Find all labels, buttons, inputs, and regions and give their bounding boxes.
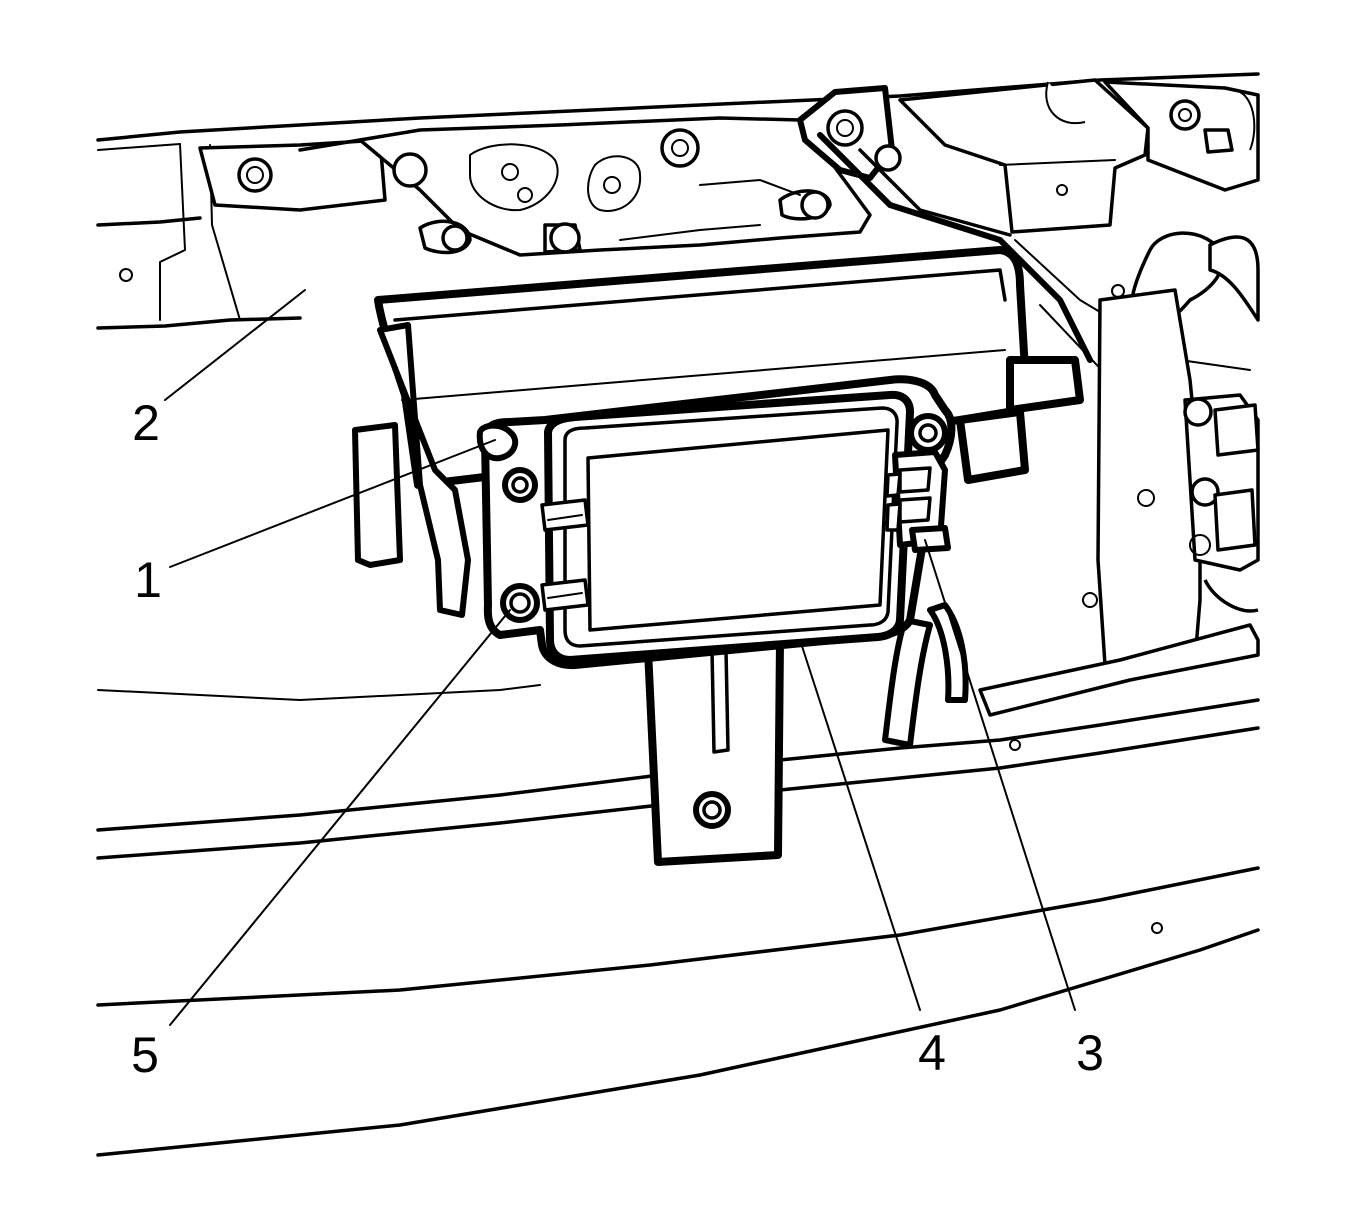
leader-line-1 [169, 439, 496, 568]
fascia-contour-lines [96, 684, 1260, 1157]
electronic-module [476, 375, 956, 670]
leader-line-5 [169, 609, 511, 1026]
callout-4: 4 [918, 1025, 946, 1081]
leader-line-2 [164, 289, 306, 401]
callout-5: 5 [131, 1027, 159, 1083]
callout-1: 1 [134, 552, 162, 608]
callout-2: 2 [132, 395, 160, 451]
leader-line-3 [924, 539, 1076, 1011]
lower-bracket [644, 636, 784, 866]
callout-3: 3 [1076, 1025, 1104, 1081]
callout-labels: 1 2 3 4 5 [131, 395, 1104, 1083]
lower-hose [882, 602, 969, 748]
leader-lines [164, 289, 1076, 1026]
upper-support-structure [96, 72, 1260, 717]
leader-line-4 [799, 639, 921, 1011]
